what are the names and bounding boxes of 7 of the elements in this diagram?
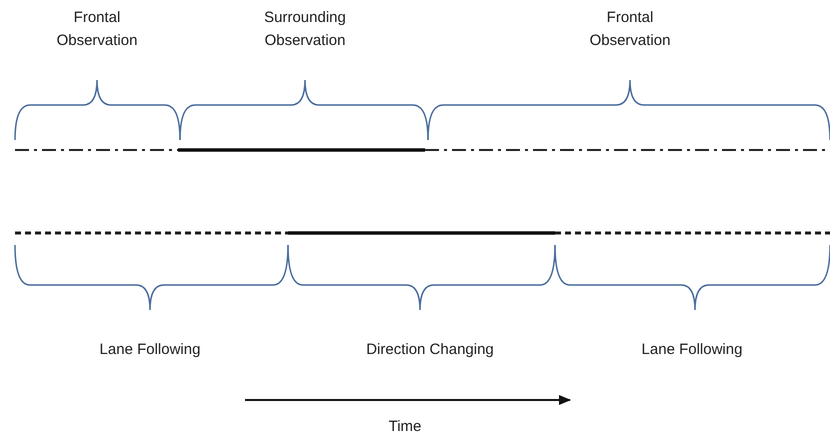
phase-label: Lane Following — [98, 340, 202, 360]
phase-label: Time — [388, 417, 422, 437]
phase-label: Direction Changing — [365, 340, 495, 360]
phase-label: Surrounding Observation — [263, 8, 347, 51]
phase-label: Frontal Observation — [588, 8, 672, 51]
phase-label: Frontal Observation — [56, 8, 138, 51]
phase-label: Lane Following — [640, 340, 744, 360]
